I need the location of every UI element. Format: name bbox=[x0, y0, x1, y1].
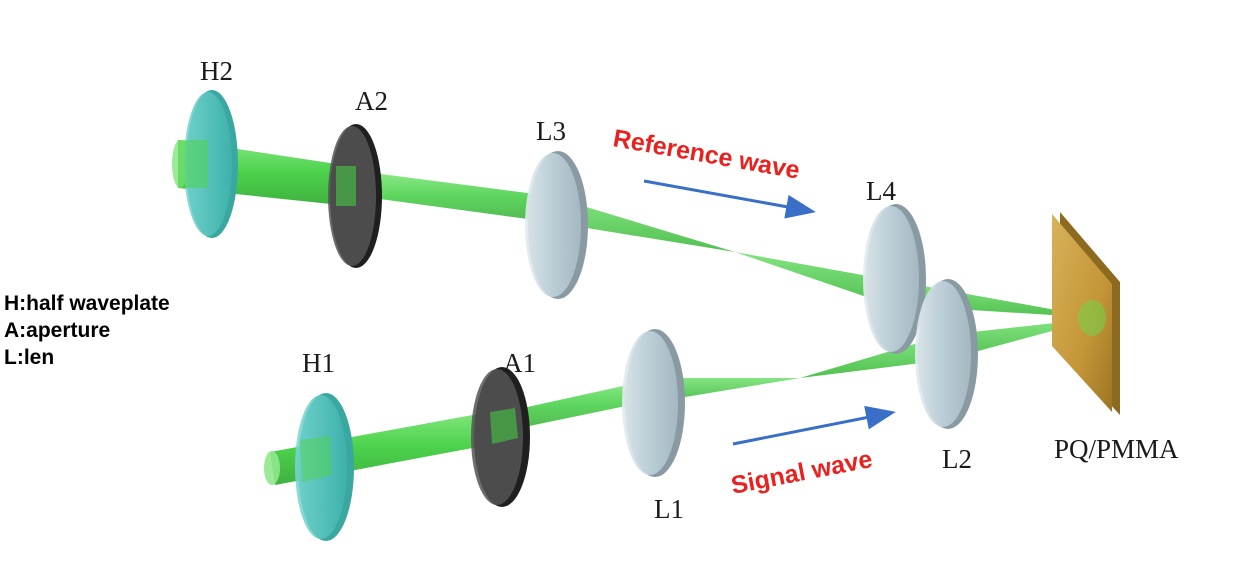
lens-l2 bbox=[915, 279, 978, 429]
label-a1: A1 bbox=[503, 348, 536, 378]
aperture-a1 bbox=[471, 367, 530, 507]
reference-beam-converge bbox=[550, 196, 735, 252]
label-h2: H2 bbox=[200, 56, 233, 86]
label-h1: H1 bbox=[302, 348, 335, 378]
reference-beam-mid bbox=[350, 170, 550, 222]
lens-l4 bbox=[863, 204, 926, 354]
label-l4: L4 bbox=[866, 176, 896, 206]
label-signal-wave: Signal wave bbox=[729, 445, 875, 500]
label-reference-wave: Reference wave bbox=[611, 124, 802, 184]
label-a2: A2 bbox=[355, 86, 388, 116]
signal-beam-converge bbox=[650, 378, 800, 402]
waveplate-h2 bbox=[178, 90, 238, 238]
legend-item-lens: L:len bbox=[4, 346, 55, 369]
aperture-a2 bbox=[328, 124, 382, 268]
legend-item-waveplate: H:half waveplate bbox=[4, 292, 170, 315]
label-l3: L3 bbox=[536, 116, 566, 146]
sample-pq-pmma bbox=[1052, 212, 1120, 415]
reference-direction-arrow bbox=[643, 179, 816, 219]
legend: H:half waveplate A:aperture L:len bbox=[4, 290, 170, 371]
signal-direction-arrow bbox=[732, 405, 896, 446]
legend-item-aperture: A:aperture bbox=[4, 319, 111, 342]
lens-l1 bbox=[622, 329, 685, 477]
waveplate-h1 bbox=[295, 393, 354, 541]
signal-beam-end bbox=[264, 451, 280, 485]
lens-l3 bbox=[525, 151, 588, 299]
label-sample: PQ/PMMA bbox=[1054, 434, 1179, 464]
label-l1: L1 bbox=[654, 494, 684, 524]
label-l2: L2 bbox=[942, 444, 972, 474]
reference-beam-diverge bbox=[735, 252, 890, 305]
signal-beam-mid bbox=[500, 380, 655, 430]
